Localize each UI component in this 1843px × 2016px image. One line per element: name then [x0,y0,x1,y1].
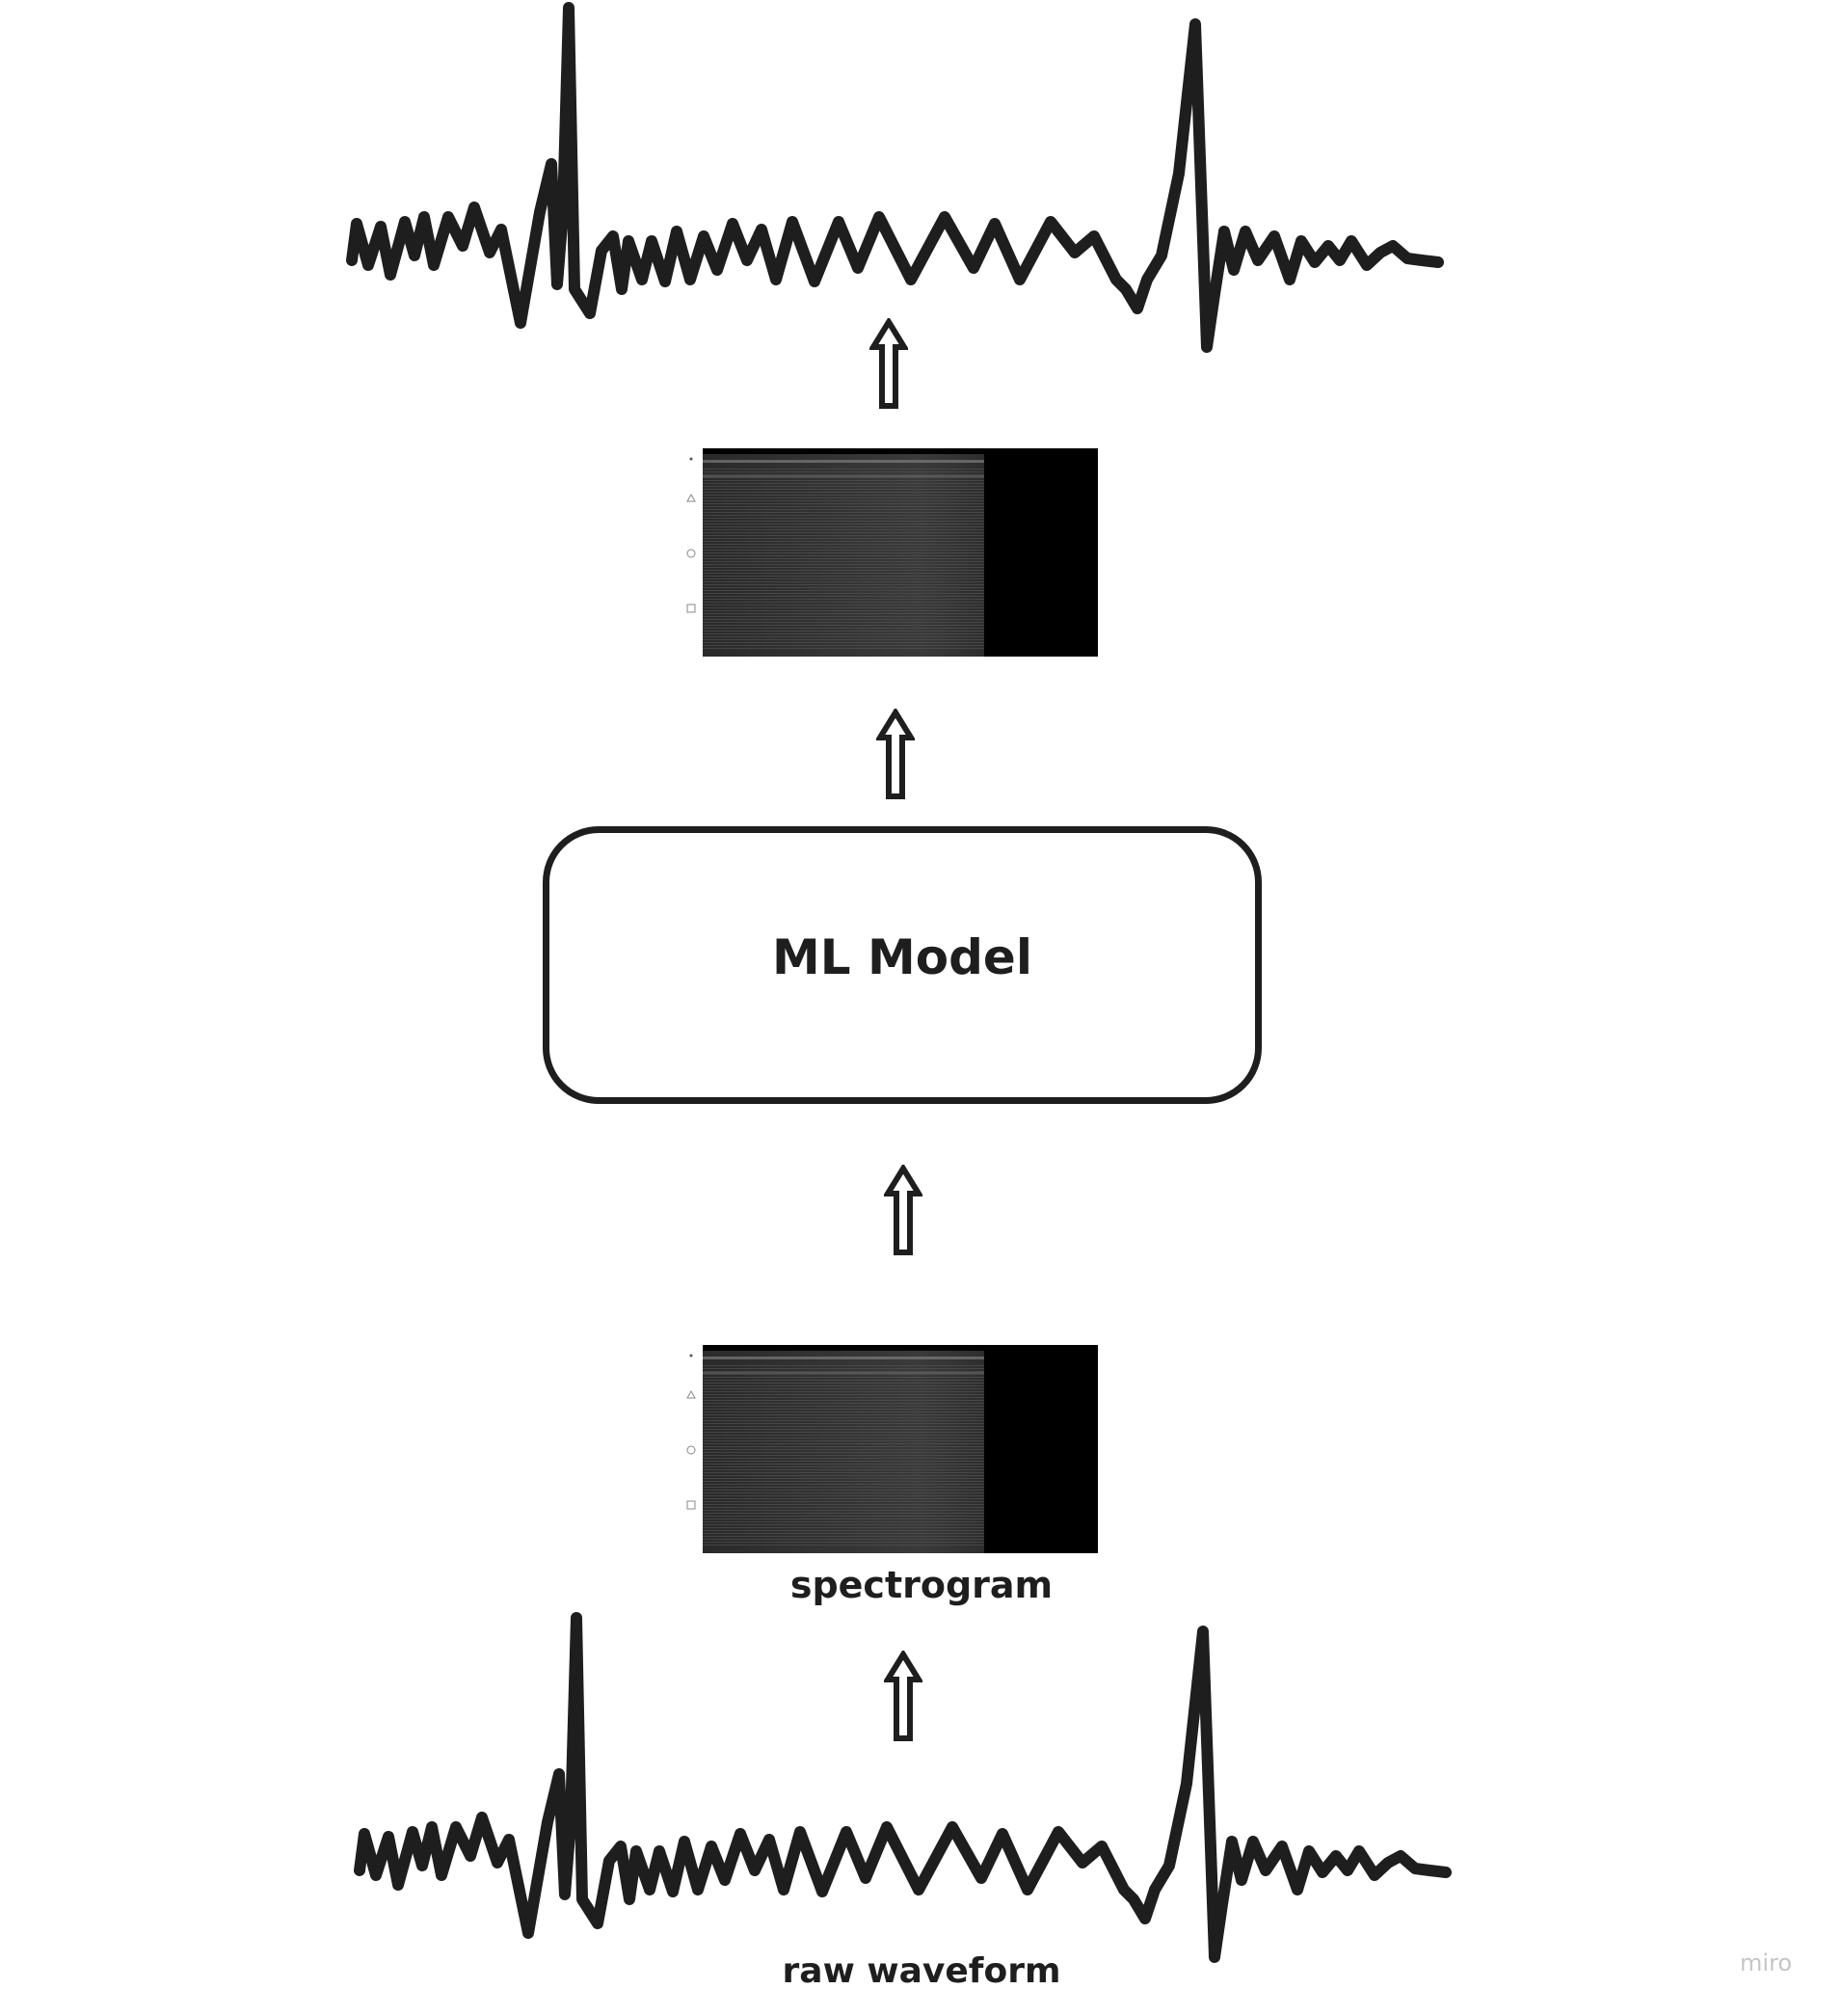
ml-model-box: ML Model [543,826,1262,1104]
miro-watermark: miro [1740,1949,1793,1976]
input-spectrogram-ticks [686,1354,696,1510]
arrow-up-icon [884,1651,922,1741]
spectrogram-label: spectrogram [789,1564,1054,1606]
input-waveform-icon [354,1612,1452,1963]
model-label: ML Model [772,929,1032,985]
arrow-up-icon [869,318,908,409]
arrow-up-icon [884,1165,922,1255]
output-waveform-icon [346,2,1444,353]
output-spectrogram-image [703,448,1098,657]
arrow-up-icon [876,709,915,799]
waveform-label: raw waveform [782,1951,1061,1991]
output-spectrogram-ticks [686,457,696,613]
input-spectrogram-image [703,1345,1098,1553]
